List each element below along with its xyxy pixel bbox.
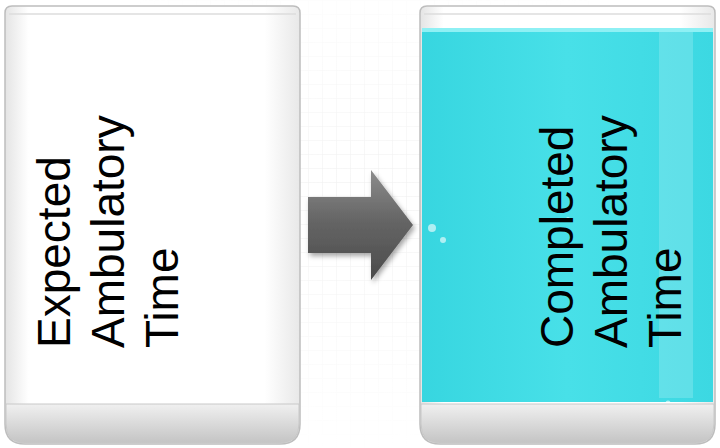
glass-body <box>5 6 300 444</box>
glass-label: Completed Ambulatory Time <box>530 88 692 348</box>
glass-label: Expected Ambulatory Time <box>27 88 189 348</box>
glass-base <box>6 404 299 443</box>
glass-rim <box>424 13 711 15</box>
block-arrow <box>308 170 413 280</box>
water-surface <box>422 28 713 32</box>
glass-body <box>420 6 715 444</box>
glass-rim <box>9 13 296 15</box>
water-fill <box>422 28 713 402</box>
water-bubble <box>440 237 446 243</box>
glass-node: Completed Ambulatory Time <box>418 4 717 446</box>
water-bubble <box>428 224 436 232</box>
glass-node: Expected Ambulatory Time <box>3 4 302 446</box>
glass-base <box>421 404 714 443</box>
